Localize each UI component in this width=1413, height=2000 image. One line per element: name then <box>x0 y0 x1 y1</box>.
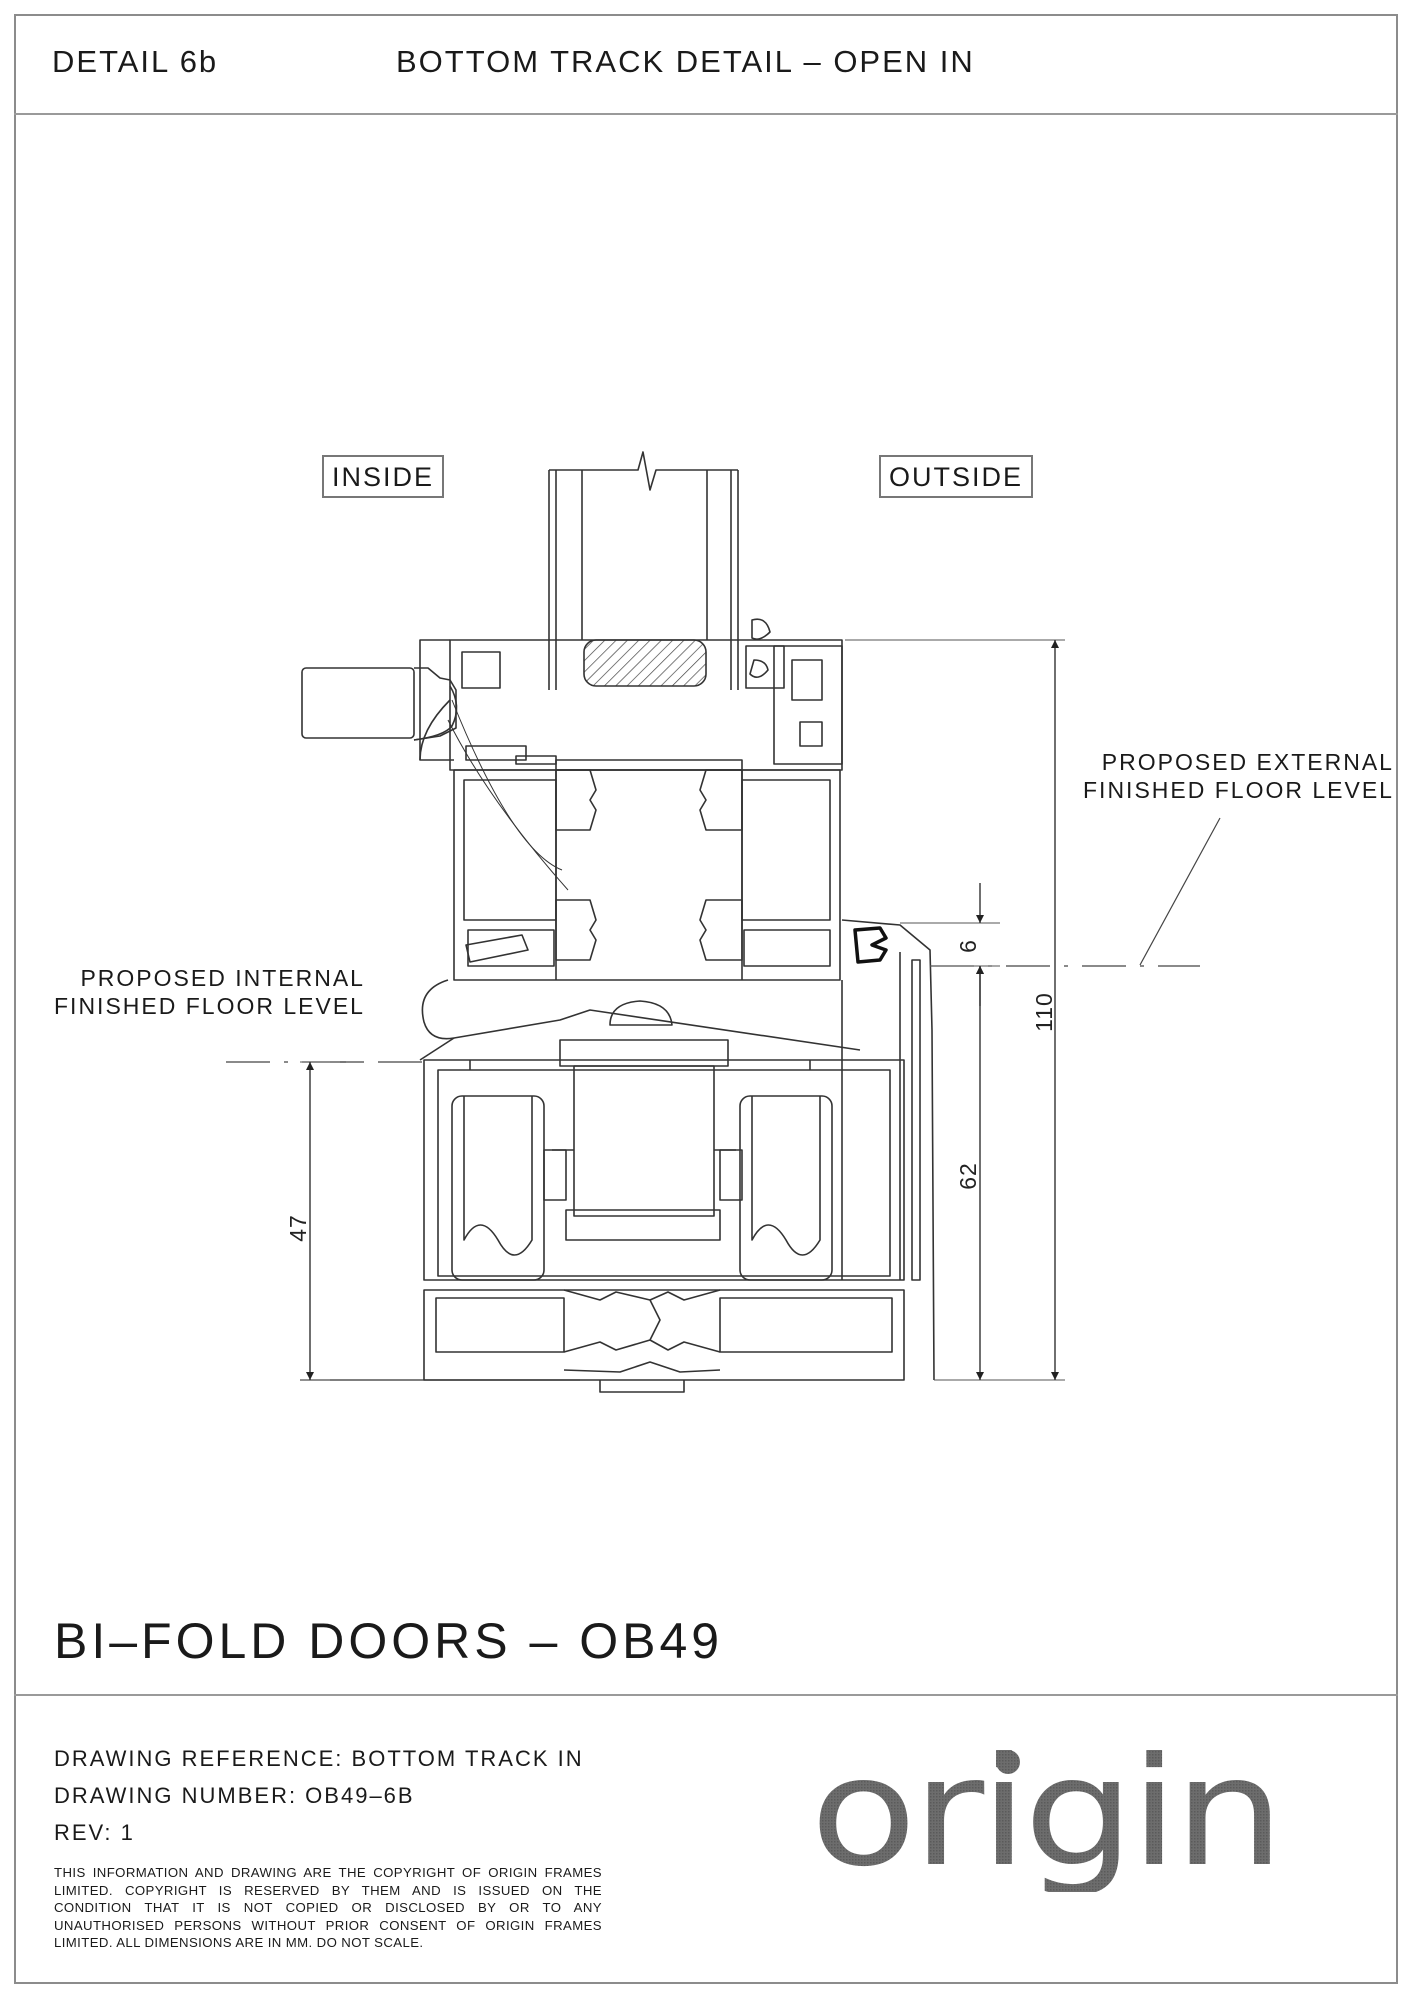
detail-number: DETAIL 6b <box>52 44 219 79</box>
sheet-border <box>14 14 1398 1984</box>
logo-dot-icon <box>996 1750 1020 1774</box>
outer-frame <box>841 919 935 1381</box>
dim-total-label: 110 <box>1031 992 1057 1032</box>
roller-carriage <box>552 1000 736 1241</box>
drawing-reference: DRAWING REFERENCE: BOTTOM TRACK IN <box>54 1746 584 1771</box>
footer-divider <box>14 1694 1398 1696</box>
external-floor-line-1: PROPOSED EXTERNAL <box>1101 749 1394 775</box>
external-floor-label: PROPOSED EXTERNAL FINISHED FLOOR LEVEL <box>1083 748 1394 804</box>
dim-inside-label: 47 <box>285 1214 311 1242</box>
dim-outside-label: 62 <box>955 1162 981 1190</box>
internal-floor-label: PROPOSED INTERNAL FINISHED FLOOR LEVEL <box>54 964 365 1020</box>
external-floor-line-2: FINISHED FLOOR LEVEL <box>1083 777 1394 803</box>
outside-label: OUTSIDE <box>879 455 1034 498</box>
dim-step-label: 6 <box>955 939 981 953</box>
bottom-track <box>300 1059 905 1393</box>
handle <box>301 667 458 741</box>
drawing-number: DRAWING NUMBER: OB49–6B <box>54 1783 415 1808</box>
internal-floor-line-1: PROPOSED INTERNAL <box>80 965 365 991</box>
revision: REV: 1 <box>54 1820 135 1845</box>
glass-unit <box>548 451 739 690</box>
sash-profile <box>449 618 843 771</box>
product-title: BI–FOLD DOORS – OB49 <box>54 1613 724 1669</box>
origin-logo: origin <box>810 1742 1284 1892</box>
sash-body <box>419 639 841 981</box>
logo-wordmark: origin <box>810 1742 1280 1892</box>
detail-title: BOTTOM TRACK DETAIL – OPEN IN <box>396 44 975 79</box>
internal-floor-line-2: FINISHED FLOOR LEVEL <box>54 993 365 1019</box>
copyright-notice: THIS INFORMATION AND DRAWING ARE THE COP… <box>54 1865 602 1950</box>
header-divider <box>14 113 1398 115</box>
inside-label: INSIDE <box>322 455 445 498</box>
